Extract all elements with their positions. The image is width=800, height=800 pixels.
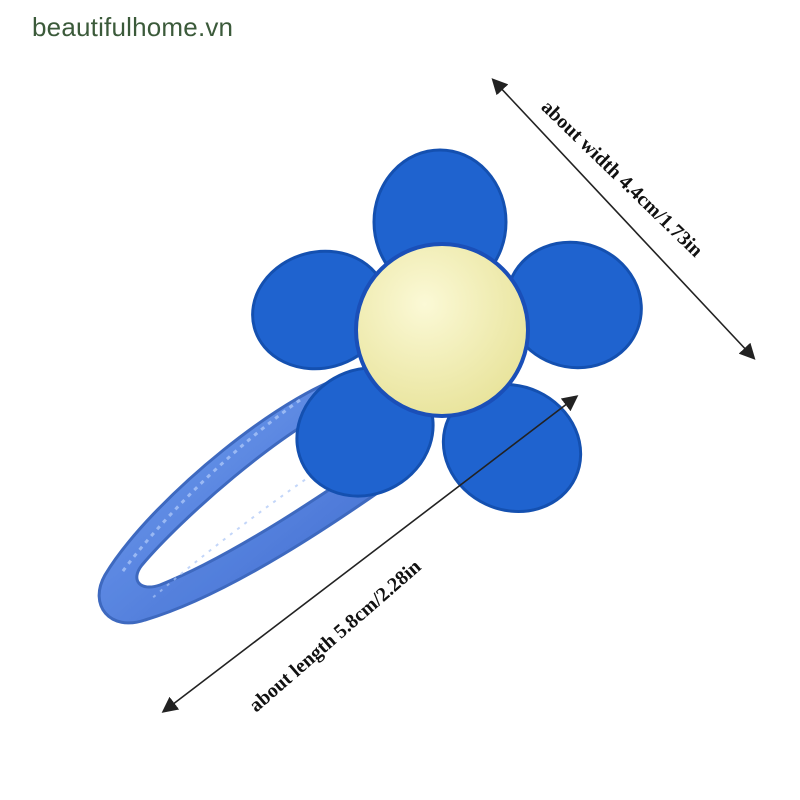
flower-center — [354, 242, 530, 418]
length-dimension-arrow — [161, 395, 579, 713]
watermark-text: beautifulhome.vn — [32, 12, 234, 42]
flower-ornament — [251, 148, 643, 514]
width-dimension-arrow — [491, 78, 756, 360]
